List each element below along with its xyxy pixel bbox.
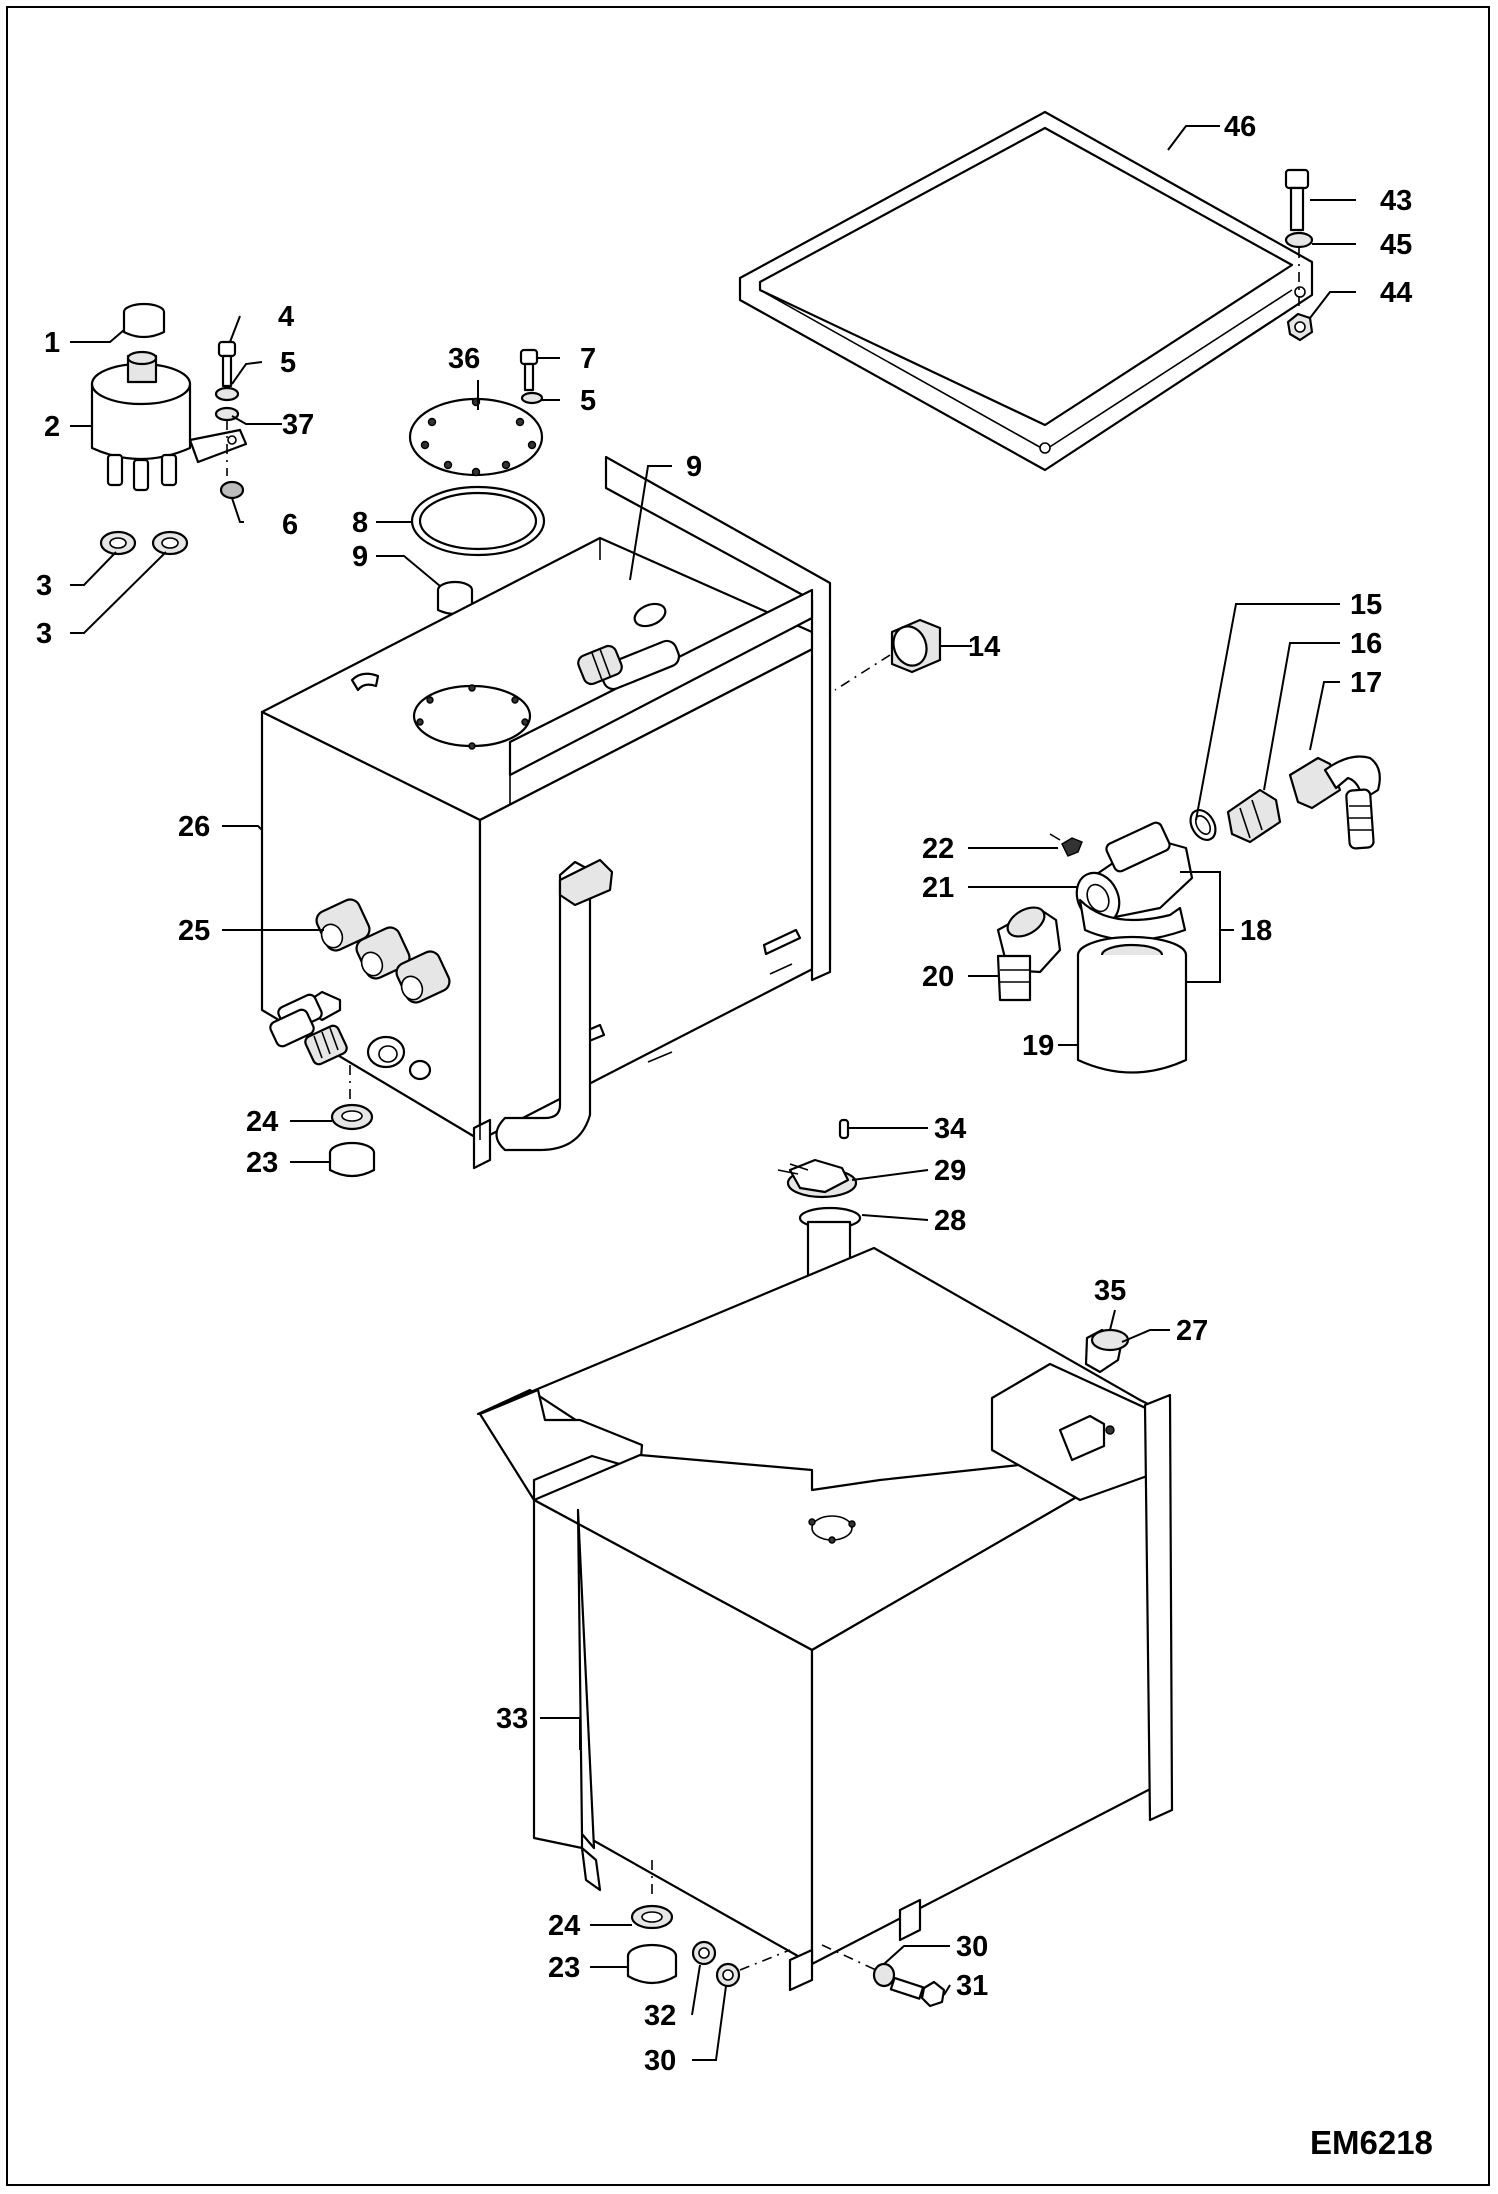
callout-24: 24 <box>548 1910 580 1942</box>
callout-5: 5 <box>280 347 296 379</box>
callout-7: 7 <box>580 343 596 375</box>
callout-30: 30 <box>644 2045 676 2077</box>
return-filter-part <box>996 755 1381 1074</box>
callout-35: 35 <box>1094 1275 1126 1307</box>
breather-assembly-part <box>90 302 248 556</box>
callout-4: 4 <box>278 301 294 333</box>
fuel-tank-part <box>476 1246 1174 1992</box>
callout-44: 44 <box>1380 277 1412 309</box>
plug-14-part <box>834 618 942 691</box>
callout-24: 24 <box>246 1106 278 1138</box>
callout-28: 28 <box>934 1205 966 1237</box>
callout-22: 22 <box>922 833 954 865</box>
callout-19: 19 <box>1022 1030 1054 1062</box>
callout-16: 16 <box>1350 628 1382 660</box>
cover-plate-part <box>738 110 1314 472</box>
callout-6: 6 <box>282 509 298 541</box>
callout-37: 37 <box>282 409 314 441</box>
callout-15: 15 <box>1350 589 1382 621</box>
hydraulic-tank-part <box>260 455 832 1170</box>
drawing-code-label: EM6218 <box>1310 2124 1433 2161</box>
tank-port-fittings-part <box>315 898 451 1004</box>
callout-5: 5 <box>580 385 596 417</box>
callout-43: 43 <box>1380 185 1412 217</box>
callout-33: 33 <box>496 1703 528 1735</box>
leader-lines <box>70 125 1356 2061</box>
callout-26: 26 <box>178 811 210 843</box>
callout-34: 34 <box>934 1113 966 1145</box>
callout-21: 21 <box>922 872 954 904</box>
callout-45: 45 <box>1380 229 1412 261</box>
callout-9: 9 <box>686 451 702 483</box>
callout-2: 2 <box>44 411 60 443</box>
callout-31: 31 <box>956 1970 988 2002</box>
callout-3: 3 <box>36 618 52 650</box>
callout-20: 20 <box>922 961 954 993</box>
upper-drain-plug-part <box>328 1065 376 1178</box>
callout-27: 27 <box>1176 1315 1208 1347</box>
callout-30: 30 <box>956 1931 988 1963</box>
cover-bolt-part <box>1284 168 1314 342</box>
lower-drain-hardware-part <box>626 1860 946 2008</box>
callout-23: 23 <box>246 1147 278 1179</box>
callout-1: 1 <box>44 327 60 359</box>
callout-14: 14 <box>968 631 1000 663</box>
callout-labels: 1 2 3 3 4 5 37 6 36 7 5 8 9 9 46 43 45 4… <box>36 111 1433 2161</box>
callout-46: 46 <box>1224 111 1256 143</box>
callout-25: 25 <box>178 915 210 947</box>
callout-8: 8 <box>352 507 368 539</box>
callout-9: 9 <box>352 541 368 573</box>
callout-17: 17 <box>1350 667 1382 699</box>
callout-29: 29 <box>934 1155 966 1187</box>
callout-23: 23 <box>548 1952 580 1984</box>
drawing-frame <box>6 6 1490 2186</box>
callout-18: 18 <box>1240 915 1272 947</box>
callout-32: 32 <box>644 2000 676 2032</box>
callout-3: 3 <box>36 570 52 602</box>
callout-36: 36 <box>448 343 480 375</box>
